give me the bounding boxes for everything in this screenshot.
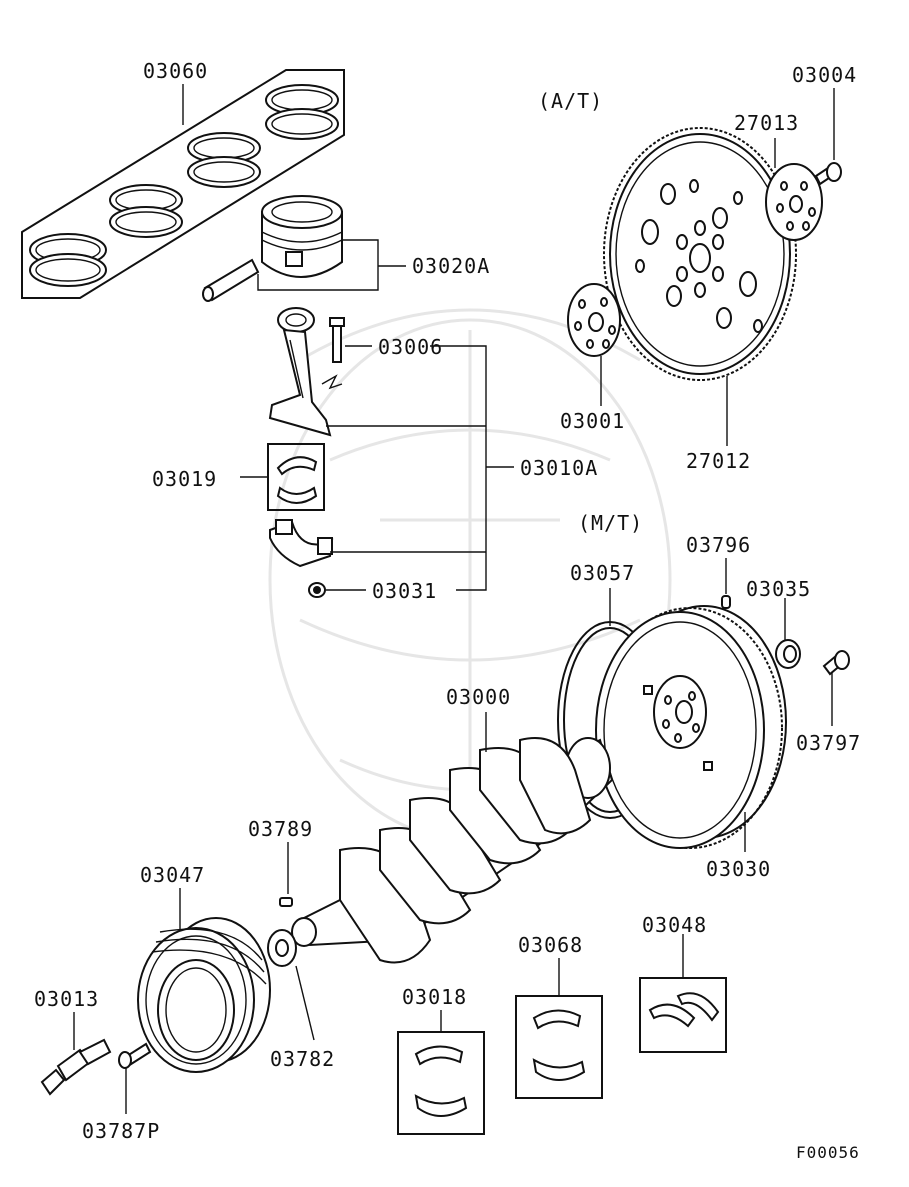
label-27012: 27012 <box>686 449 751 473</box>
conrod-bearing-group[interactable]: 03019 <box>152 443 325 511</box>
drive-plate-bolt[interactable]: 03004 <box>792 63 857 186</box>
label-03000: 03000 <box>446 685 511 709</box>
ring-set <box>265 84 339 140</box>
label-03782: 03782 <box>270 1047 335 1071</box>
mt-heading: (M/T) <box>578 511 643 535</box>
drive-plate[interactable]: 27012 <box>603 127 797 473</box>
label-27013: 27013 <box>734 111 799 135</box>
flywheel[interactable]: 03030 <box>595 605 787 881</box>
label-03068: 03068 <box>518 933 583 957</box>
label-03060: 03060 <box>143 59 208 83</box>
pulley-small-bolt[interactable]: 03787P <box>82 1042 160 1143</box>
label-03019: 03019 <box>152 467 217 491</box>
damper-pulley[interactable]: 03047 <box>137 863 271 1073</box>
ring-set <box>29 233 107 287</box>
adapter-plate[interactable]: 27013 <box>734 111 823 241</box>
at-heading: (A/T) <box>538 89 603 113</box>
label-03006: 03006 <box>378 335 443 359</box>
label-03047: 03047 <box>140 863 205 887</box>
conrod-assembly-bracket: 03010A <box>326 345 598 591</box>
pulley-bolt[interactable]: 03013 <box>34 987 112 1096</box>
pilot-pin[interactable]: 03796 <box>686 533 751 609</box>
crank-key[interactable]: 03789 <box>248 817 313 907</box>
label-03035: 03035 <box>746 577 811 601</box>
conrod-bolt <box>329 317 345 363</box>
label-03787P: 03787P <box>82 1119 160 1143</box>
connecting-rod-group[interactable]: 03006 <box>268 307 443 437</box>
label-03013: 03013 <box>34 987 99 1011</box>
pilot-bearing[interactable]: 03035 <box>746 577 811 669</box>
piston-group[interactable]: 03020A <box>202 195 490 302</box>
conrod-nut[interactable]: 03031 <box>308 579 437 603</box>
piston-pin <box>202 258 260 302</box>
label-03010A: 03010A <box>520 456 598 480</box>
label-03796: 03796 <box>686 533 751 557</box>
label-03789: 03789 <box>248 817 313 841</box>
label-03018: 03018 <box>402 985 467 1009</box>
label-03004: 03004 <box>792 63 857 87</box>
drive-plate-spacer[interactable]: 03001 <box>560 283 625 433</box>
pulley-washer[interactable]: 03782 <box>267 929 335 1071</box>
label-03048: 03048 <box>642 913 707 937</box>
figure-code: F00056 <box>796 1143 860 1162</box>
main-bearing-lower-group[interactable]: 03018 <box>397 985 485 1135</box>
ring-set <box>109 184 183 238</box>
label-03001: 03001 <box>560 409 625 433</box>
crankshaft[interactable]: 03000 <box>291 685 614 964</box>
ring-set <box>187 132 261 188</box>
conrod-cap[interactable] <box>269 519 334 568</box>
thrust-washer-group[interactable]: 03048 <box>639 913 727 1053</box>
label-03031: 03031 <box>372 579 437 603</box>
flywheel-bolt[interactable]: 03797 <box>796 650 861 755</box>
label-03030: 03030 <box>706 857 771 881</box>
label-03797: 03797 <box>796 731 861 755</box>
piston-rings-group[interactable]: 03060 <box>21 59 345 299</box>
label-03020A: 03020A <box>412 254 490 278</box>
main-bearing-upper-group[interactable]: 03068 <box>515 933 603 1099</box>
label-03057: 03057 <box>570 561 635 585</box>
